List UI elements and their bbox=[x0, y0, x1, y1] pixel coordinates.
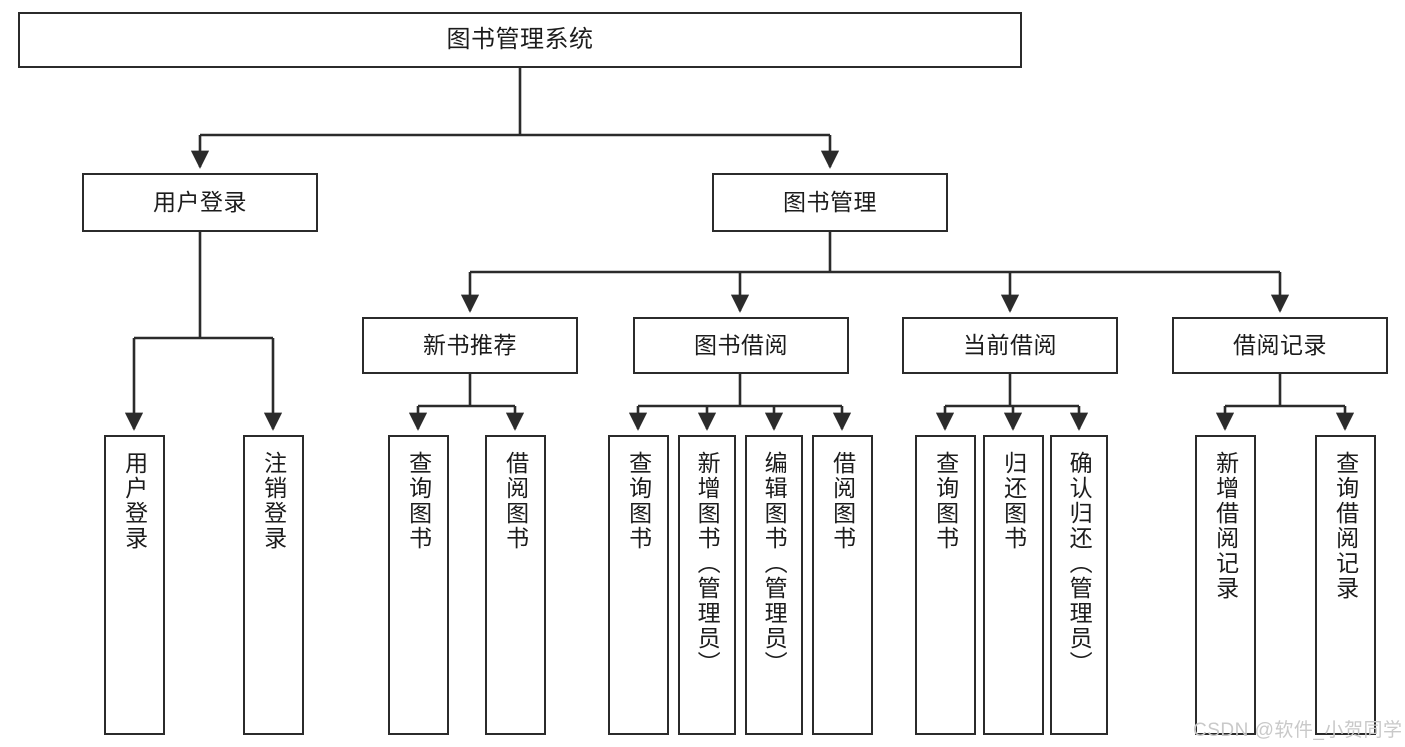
node-new-book-recommend[interactable]: 新书推荐 bbox=[362, 317, 578, 374]
node-borrow-record[interactable]: 借阅记录 bbox=[1172, 317, 1388, 374]
node-new-book-recommend-label: 新书推荐 bbox=[423, 332, 517, 359]
leaf-add-record[interactable]: 新增借阅记录 bbox=[1195, 435, 1256, 735]
leaf-query-record-label: 查询借阅记录 bbox=[1332, 451, 1359, 601]
leaf-add-book-label: 新增图书（管理员） bbox=[694, 451, 721, 676]
node-user-login[interactable]: 用户登录 bbox=[82, 173, 318, 232]
node-book-manage[interactable]: 图书管理 bbox=[712, 173, 948, 232]
leaf-return-book[interactable]: 归还图书 bbox=[983, 435, 1044, 735]
node-borrow-record-label: 借阅记录 bbox=[1233, 332, 1327, 359]
leaf-borrow-book-2[interactable]: 借阅图书 bbox=[812, 435, 873, 735]
leaf-user-login-label: 用户登录 bbox=[121, 451, 148, 551]
watermark: CSDN @软件_小贺同学 bbox=[1193, 720, 1403, 741]
leaf-query-book-2[interactable]: 查询图书 bbox=[608, 435, 669, 735]
leaf-confirm-return-label: 确认归还（管理员） bbox=[1066, 451, 1093, 676]
leaf-query-record[interactable]: 查询借阅记录 bbox=[1315, 435, 1376, 735]
node-root[interactable]: 图书管理系统 bbox=[18, 12, 1022, 68]
leaf-edit-book[interactable]: 编辑图书（管理员） bbox=[745, 435, 803, 735]
node-user-login-label: 用户登录 bbox=[153, 189, 247, 216]
leaf-query-book-3[interactable]: 查询图书 bbox=[915, 435, 976, 735]
leaf-query-book-1-label: 查询图书 bbox=[405, 451, 432, 551]
leaf-edit-book-label: 编辑图书（管理员） bbox=[761, 451, 788, 676]
leaf-logout-login[interactable]: 注销登录 bbox=[243, 435, 304, 735]
leaf-borrow-book-1[interactable]: 借阅图书 bbox=[485, 435, 546, 735]
leaf-borrow-book-2-label: 借阅图书 bbox=[829, 451, 856, 551]
leaf-add-book[interactable]: 新增图书（管理员） bbox=[678, 435, 736, 735]
node-book-manage-label: 图书管理 bbox=[783, 189, 877, 216]
leaf-user-login[interactable]: 用户登录 bbox=[104, 435, 165, 735]
node-current-borrow[interactable]: 当前借阅 bbox=[902, 317, 1118, 374]
leaf-borrow-book-1-label: 借阅图书 bbox=[502, 451, 529, 551]
leaf-query-book-1[interactable]: 查询图书 bbox=[388, 435, 449, 735]
leaf-query-book-3-label: 查询图书 bbox=[932, 451, 959, 551]
node-book-borrow-label: 图书借阅 bbox=[694, 332, 788, 359]
leaf-logout-login-label: 注销登录 bbox=[260, 451, 287, 551]
node-root-label: 图书管理系统 bbox=[446, 26, 594, 54]
leaf-add-record-label: 新增借阅记录 bbox=[1212, 451, 1239, 601]
node-book-borrow[interactable]: 图书借阅 bbox=[633, 317, 849, 374]
leaf-return-book-label: 归还图书 bbox=[1000, 451, 1027, 551]
node-current-borrow-label: 当前借阅 bbox=[963, 332, 1057, 359]
leaf-query-book-2-label: 查询图书 bbox=[625, 451, 652, 551]
leaf-confirm-return[interactable]: 确认归还（管理员） bbox=[1050, 435, 1108, 735]
